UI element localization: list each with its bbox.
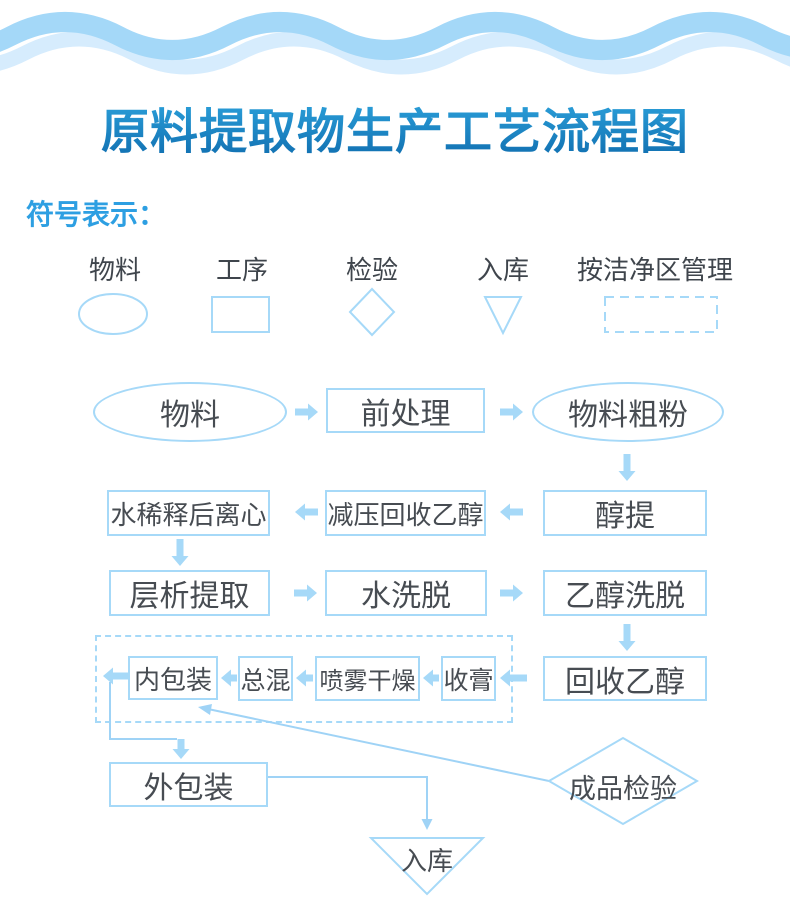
page-title: 原料提取物生产工艺流程图 <box>0 92 790 162</box>
arrow-water-elution-to-ethanol-elution <box>500 584 523 602</box>
node-vacuum-ethanol-recovery: 减压回收乙醇 <box>325 490 486 536</box>
arrow-coarse-powder-to-alcohol-extraction <box>618 454 636 481</box>
arrow-chromatography-to-water-elution <box>294 584 317 602</box>
node-inner-packaging: 内包装 <box>128 656 218 700</box>
legend-dashed-rect-icon <box>604 296 718 333</box>
arrow-dilution-to-chromatography <box>171 539 189 566</box>
node-coarse-powder: 物料粗粉 <box>532 382 724 442</box>
node-outer-packaging: 外包装 <box>109 762 268 807</box>
wave-banner <box>0 12 790 75</box>
legend-label-clean-area: 按洁净区管理 <box>576 255 734 285</box>
node-total-mixing: 总混 <box>238 656 293 701</box>
connector-outer-packaging-to-warehousing <box>268 776 428 819</box>
legend-heading: 符号表示： <box>26 199 167 230</box>
wave-dark-band <box>0 12 790 60</box>
legend-diamond-icon <box>348 287 396 337</box>
node-material: 物料 <box>93 382 287 442</box>
node-spray-drying: 喷雾干燥 <box>315 656 420 701</box>
arrow-ethanol-elution-to-ethanol-recovery <box>618 624 636 651</box>
node-warehousing: 入库 <box>400 846 453 876</box>
arrow-vacuum-recovery-to-dilution <box>295 503 318 521</box>
node-paste-collection: 收膏 <box>441 656 496 701</box>
arrow-material-to-pretreatment <box>295 403 318 421</box>
arrowhead-into-warehousing <box>421 819 433 830</box>
legend-triangle-icon <box>483 296 523 336</box>
node-alcohol-extraction: 醇提 <box>543 490 707 536</box>
legend-rect-icon <box>211 296 270 333</box>
legend-label-warehousing: 入库 <box>476 255 530 285</box>
legend-label-material: 物料 <box>88 255 142 285</box>
node-chromatography-extraction: 层析提取 <box>109 570 270 616</box>
node-water-elution: 水洗脱 <box>325 570 487 616</box>
node-finished-product-inspection: 成品检验 <box>569 774 677 804</box>
arrow-pretreatment-to-coarse-powder <box>500 403 523 421</box>
legend-label-inspection: 检验 <box>345 255 399 285</box>
legend-ellipse-icon <box>78 293 148 335</box>
node-ethanol-elution: 乙醇洗脱 <box>543 570 707 616</box>
node-water-dilution-centrifugation: 水稀释后离心 <box>107 490 270 536</box>
node-ethanol-recovery: 回收乙醇 <box>543 656 707 701</box>
node-pretreatment: 前处理 <box>326 388 485 433</box>
legend-label-process: 工序 <box>215 255 269 285</box>
arrow-alcohol-extraction-to-vacuum-recovery <box>500 503 523 521</box>
wave-light-band <box>0 31 790 75</box>
arrow-into-outer-packaging <box>172 739 190 759</box>
